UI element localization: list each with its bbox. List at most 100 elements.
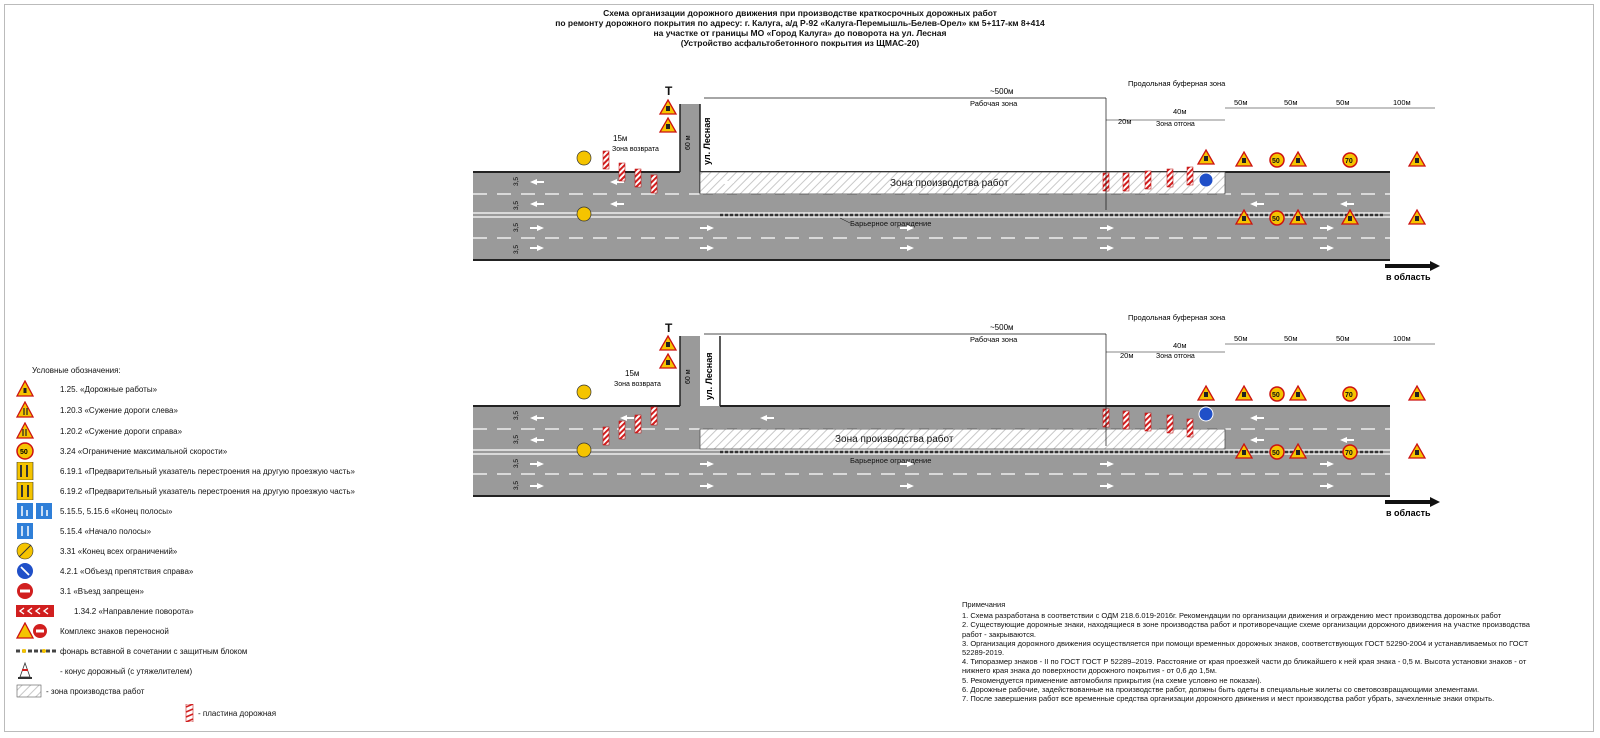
traffic-cone-icon <box>18 662 32 679</box>
barrier-label-top: Барьерное ограждение <box>850 219 931 228</box>
lane-start-sign-icon <box>17 523 33 539</box>
keep-right-sign-icon <box>17 563 33 579</box>
title-line-2: по ремонту дорожного покрытия по адресу:… <box>555 18 1045 28</box>
svg-text:50м: 50м <box>1234 98 1248 107</box>
end-restrictions-sign-icon <box>16 542 34 560</box>
svg-text:Т: Т <box>665 321 673 335</box>
lane-change-2-sign-icon <box>16 482 34 500</box>
scheme-bottom: Зона производства работ Барьерное огражд… <box>473 313 1440 518</box>
svg-text:3,5: 3,5 <box>513 177 520 186</box>
svg-text:15м: 15м <box>613 134 627 143</box>
svg-text:50м: 50м <box>1336 98 1350 107</box>
svg-text:70: 70 <box>1345 450 1353 457</box>
svg-text:в область: в область <box>1386 508 1431 518</box>
speed-limit-sign-icon: 50 <box>16 442 34 460</box>
note-item: 1. Схема разработана в соответствии с ОД… <box>962 611 1502 621</box>
svg-text:3,5: 3,5 <box>513 411 520 420</box>
lane-end-sign-icon <box>17 503 52 519</box>
svg-text:Зона отгона: Зона отгона <box>1156 353 1195 360</box>
notes-heading: Примечания <box>962 600 1006 609</box>
svg-text:50м: 50м <box>1284 98 1298 107</box>
legend-item: 3.31 «Конец всех ограничений» <box>16 542 436 560</box>
svg-text:70: 70 <box>1345 158 1353 165</box>
svg-text:Продольная буферная зона: Продольная буферная зона <box>1128 79 1226 88</box>
svg-text:60 м: 60 м <box>685 369 692 384</box>
drawing-frame <box>4 4 1594 732</box>
svg-text:3,5: 3,5 <box>513 481 520 490</box>
work-zone-hatch-icon <box>16 684 42 698</box>
legend-item: Комплекс знаков переносной <box>16 622 436 640</box>
notes: Примечания 1. Схема разработана в соотве… <box>962 600 1552 703</box>
road-works-sign-icon <box>16 380 35 397</box>
legend-item: 3.1 «Въезд запрещен» <box>16 582 436 600</box>
svg-text:15м: 15м <box>625 369 639 378</box>
svg-text:50: 50 <box>1272 216 1280 223</box>
legend-item: 6.19.1 «Предварительный указатель перест… <box>16 462 436 480</box>
title-line-1: Схема организации дорожного движения при… <box>603 8 997 18</box>
legend-heading: Условные обозначения: <box>32 366 121 375</box>
svg-text:40м: 40м <box>1173 341 1187 350</box>
svg-text:40м: 40м <box>1173 107 1187 116</box>
legend-item: 1.25. «Дорожные работы» <box>16 380 436 398</box>
svg-text:50м: 50м <box>1284 334 1298 343</box>
svg-text:100м: 100м <box>1393 334 1411 343</box>
lane-change-sign-icon <box>16 462 34 480</box>
road-narrows-right-sign-icon <box>16 422 35 439</box>
legend-item: - зона производства работ <box>16 682 436 700</box>
svg-text:60 м: 60 м <box>685 135 692 150</box>
svg-text:Рабочая зона: Рабочая зона <box>970 335 1018 344</box>
svg-text:ул. Лесная: ул. Лесная <box>704 352 714 400</box>
barrier-label-bottom: Барьерное ограждение <box>850 456 931 465</box>
svg-text:50: 50 <box>20 449 28 456</box>
note-item: 5. Рекомендуется применение автомобиля п… <box>962 675 1262 685</box>
svg-text:50: 50 <box>1272 158 1280 165</box>
note-item: 7. После завершения работ все временные … <box>962 694 1495 704</box>
legend-item: 5.15.4 «Начало полосы» <box>16 522 436 540</box>
road-plate-icon <box>185 704 194 722</box>
svg-text:20м: 20м <box>1120 351 1134 360</box>
title-line-3: на участке от границы МО «Город Калуга» … <box>653 28 947 38</box>
scheme-title: Схема организации дорожного движения при… <box>470 8 1130 48</box>
lamp-barrier-icon <box>16 649 56 653</box>
legend-item: фонарь вставной в сочетании с защитным б… <box>16 642 436 660</box>
work-zone-label-top: Зона производства работ <box>890 177 1009 189</box>
svg-text:100м: 100м <box>1393 98 1411 107</box>
legend-item: 6.19.2 «Предварительный указатель перест… <box>16 482 436 500</box>
legend-item: 1.20.3 «Сужение дороги слева» <box>16 401 436 419</box>
work-zone-label-bottom: Зона производства работ <box>835 433 954 445</box>
svg-text:3,5: 3,5 <box>513 201 520 210</box>
svg-text:в область: в область <box>1386 272 1431 282</box>
svg-text:50: 50 <box>1272 392 1280 399</box>
note-item: 3. Организация дорожного движения осущес… <box>962 638 1529 658</box>
portable-sign-set-icon <box>16 622 47 639</box>
svg-text:Зона возврата: Зона возврата <box>614 381 661 388</box>
road-narrows-left-sign-icon <box>16 401 35 418</box>
legend-item: 50 3.24 «Ограничение максимальной скорос… <box>16 442 436 460</box>
svg-text:~500м: ~500м <box>990 87 1014 96</box>
svg-text:Продольная буферная зона: Продольная буферная зона <box>1128 313 1226 322</box>
legend-item: 5.15.5, 5.15.6 «Конец полосы» <box>16 502 436 520</box>
svg-text:Зона возврата: Зона возврата <box>612 146 659 153</box>
no-entry-sign-icon <box>17 583 33 599</box>
svg-text:ул. Лесная: ул. Лесная <box>702 117 712 165</box>
svg-text:~500м: ~500м <box>990 323 1014 332</box>
scheme-top: Зона производства работ Барьерное огражд… <box>473 79 1440 282</box>
svg-text:50м: 50м <box>1234 334 1248 343</box>
svg-text:70: 70 <box>1345 392 1353 399</box>
svg-text:Т: Т <box>665 84 673 98</box>
legend-item: 4.2.1 «Объезд препятствия справа» <box>16 562 436 580</box>
svg-text:3,5: 3,5 <box>513 223 520 232</box>
svg-text:50м: 50м <box>1336 334 1350 343</box>
title-line-4: (Устройство асфальтобетонного покрытия и… <box>680 38 920 48</box>
note-item: 4. Типоразмер знаков - II по ГОСТ ГОСТ Р… <box>962 657 1527 676</box>
note-item: 2. Существующие дорожные знаки, находящи… <box>962 620 1530 639</box>
legend-item: - конус дорожный (с утяжелителем) <box>16 662 436 680</box>
legend-item: 1.20.2 «Сужение дороги справа» <box>16 422 436 440</box>
legend-item: - пластина дорожная <box>184 704 444 722</box>
svg-text:50: 50 <box>1272 450 1280 457</box>
svg-text:3,5: 3,5 <box>513 435 520 444</box>
svg-text:3,5: 3,5 <box>513 459 520 468</box>
svg-text:Рабочая зона: Рабочая зона <box>970 99 1018 108</box>
turn-direction-sign-icon <box>16 605 54 617</box>
